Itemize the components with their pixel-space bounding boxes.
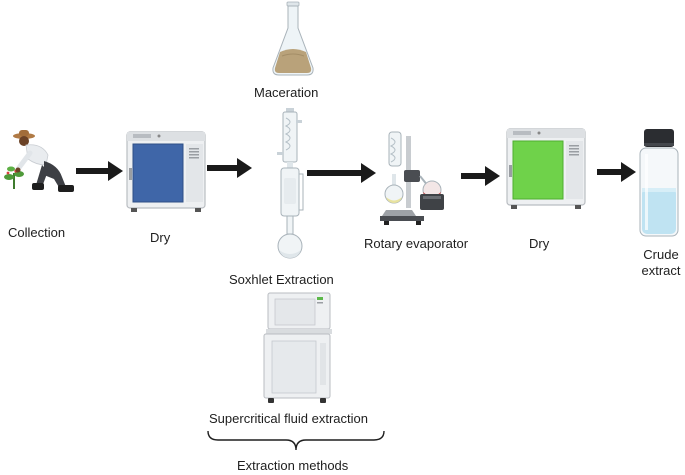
dry-label-1: Dry [150, 230, 171, 245]
supercritical-extractor-icon [263, 292, 332, 403]
soxhlet-apparatus-icon [277, 108, 304, 259]
drying-oven-icon [126, 131, 206, 212]
dry-label-2: Dry [529, 236, 550, 251]
maceration-label: Maceration [254, 85, 319, 100]
crude-extract-label: Crude extract [636, 247, 685, 279]
rotary-evaporator-icon [380, 131, 444, 225]
arrow-right-icon [307, 163, 376, 183]
sample-vial-icon [639, 129, 679, 237]
curly-brace-icon [207, 430, 385, 451]
collection-label: Collection [8, 225, 66, 240]
arrow-right-icon [461, 166, 500, 186]
supercritical-fluid-extraction-label: Supercritical fluid extraction [209, 411, 368, 426]
extraction-methods-label: Extraction methods [237, 458, 349, 473]
arrow-right-icon [207, 158, 252, 178]
soxhlet-extraction-label: Soxhlet Extraction [229, 272, 334, 287]
erlenmeyer-flask-icon [272, 1, 314, 76]
arrow-right-icon [76, 161, 123, 181]
person-picking-plant-icon [4, 130, 74, 192]
crude-label-line1: Crude [643, 247, 679, 262]
crude-label-line2: extract [641, 263, 681, 278]
rotary-evaporator-label: Rotary evaporator [364, 236, 469, 251]
arrow-right-icon [597, 162, 636, 182]
drying-oven-icon [506, 128, 586, 209]
